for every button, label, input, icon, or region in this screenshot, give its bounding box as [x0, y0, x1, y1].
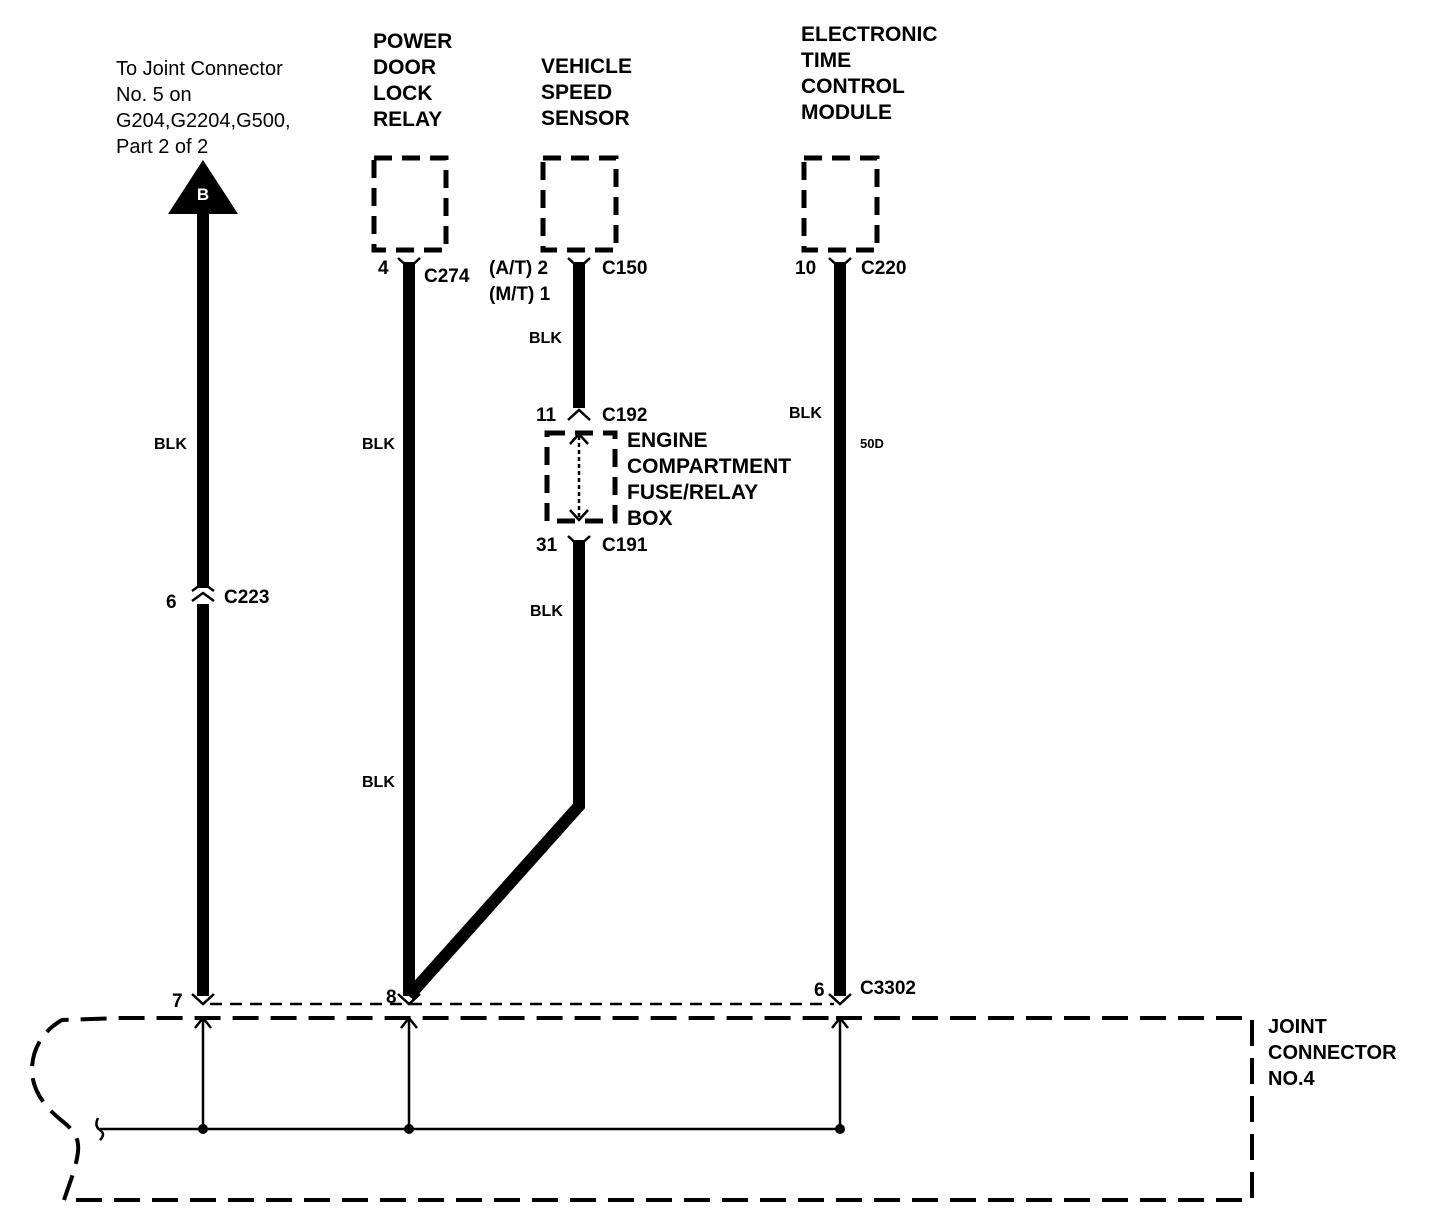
c223-name: C223 — [224, 587, 269, 608]
c223-pin: 6 — [166, 592, 177, 613]
fuse-label-1: ENGINE — [627, 429, 708, 452]
fuse-label-3: FUSE/RELAY — [627, 481, 758, 504]
connector-c223-icon — [191, 581, 215, 603]
wire-etcm-gauge: 50D — [860, 436, 884, 451]
wire-relay-color-lower: BLK — [362, 774, 395, 791]
etcm-label: ELECTRONIC TIME CONTROL MODULE — [801, 23, 938, 124]
joint-label-2: CONNECTOR — [1268, 1042, 1397, 1064]
c3302-pin7-icon — [191, 993, 215, 1006]
joint-connector-bus — [95, 1015, 849, 1141]
offpage-line-2: No. 5 on — [116, 84, 192, 106]
offpage-reference: To Joint Connector No. 5 on G204,G2204,G… — [116, 58, 291, 158]
relay-label-4: RELAY — [373, 108, 442, 131]
door-lock-relay-label: POWER DOOR LOCK RELAY — [373, 30, 452, 131]
etcm-label-1: ELECTRONIC — [801, 23, 938, 46]
offpage-line-3: G204,G2204,G500, — [116, 110, 291, 132]
wire-left-color: BLK — [154, 436, 187, 453]
c3302-pin8-icon — [397, 993, 421, 1006]
wire-etcm-color: BLK — [789, 405, 822, 422]
joint-connector-label: JOINT CONNECTOR NO.4 — [1268, 1016, 1397, 1090]
c192-pin: 11 — [536, 405, 557, 426]
wire-sensor-color-upper: BLK — [529, 330, 562, 347]
sensor-label-3: SENSOR — [541, 107, 630, 130]
joint-label-1: JOINT — [1268, 1016, 1327, 1038]
speed-sensor-label: VEHICLE SPEED SENSOR — [541, 55, 632, 130]
offpage-arrow-letter: B — [197, 185, 209, 204]
wire-sensor-lower — [404, 540, 585, 1001]
etcm-label-2: TIME — [801, 49, 851, 72]
wire-relay-color-upper: BLK — [362, 436, 395, 453]
c150-pin-mt: (M/T) 1 — [489, 284, 551, 305]
joint-label-3: NO.4 — [1268, 1068, 1316, 1090]
c192-name: C192 — [602, 405, 647, 426]
relay-label-2: DOOR — [373, 56, 436, 79]
etcm-label-3: CONTROL — [801, 75, 905, 98]
etcm-box — [801, 155, 880, 253]
c191-pin: 31 — [536, 535, 558, 556]
offpage-line-1: To Joint Connector — [116, 58, 283, 80]
c274-pin: 4 — [378, 258, 389, 279]
c3302-pin6: 6 — [814, 980, 825, 1001]
joint-connector-outline — [29, 1016, 1254, 1202]
relay-label-3: LOCK — [373, 82, 433, 105]
fuse-arrow-up-icon — [569, 432, 589, 445]
c220-name: C220 — [861, 258, 906, 279]
fuse-relay-box — [544, 430, 618, 524]
c3302-name: C3302 — [860, 978, 916, 999]
door-lock-relay-box — [371, 155, 449, 253]
fuse-arrow-down-icon — [569, 509, 589, 522]
c3302-pin6-icon — [828, 993, 852, 1006]
c192-connector-icon — [567, 408, 591, 421]
c150-name: C150 — [602, 258, 647, 279]
fuse-label-2: COMPARTMENT — [627, 455, 791, 478]
c3302-pin8: 8 — [386, 987, 397, 1008]
sensor-label-2: SPEED — [541, 81, 612, 104]
c191-name: C191 — [602, 535, 648, 556]
c220-pin: 10 — [795, 258, 816, 279]
speed-sensor-box — [540, 155, 619, 253]
fuse-box-label: ENGINE COMPARTMENT FUSE/RELAY BOX — [627, 429, 791, 530]
c3302-pin7: 7 — [172, 991, 183, 1012]
wire-sensor-color-lower: BLK — [530, 603, 563, 620]
c150-pin-at: (A/T) 2 — [489, 258, 548, 279]
relay-label-1: POWER — [373, 30, 452, 53]
c274-name: C274 — [424, 266, 470, 287]
offpage-line-4: Part 2 of 2 — [116, 136, 208, 158]
sensor-label-1: VEHICLE — [541, 55, 632, 78]
etcm-label-4: MODULE — [801, 101, 892, 124]
fuse-label-4: BOX — [627, 507, 673, 530]
offpage-arrow-icon: B — [168, 160, 238, 214]
